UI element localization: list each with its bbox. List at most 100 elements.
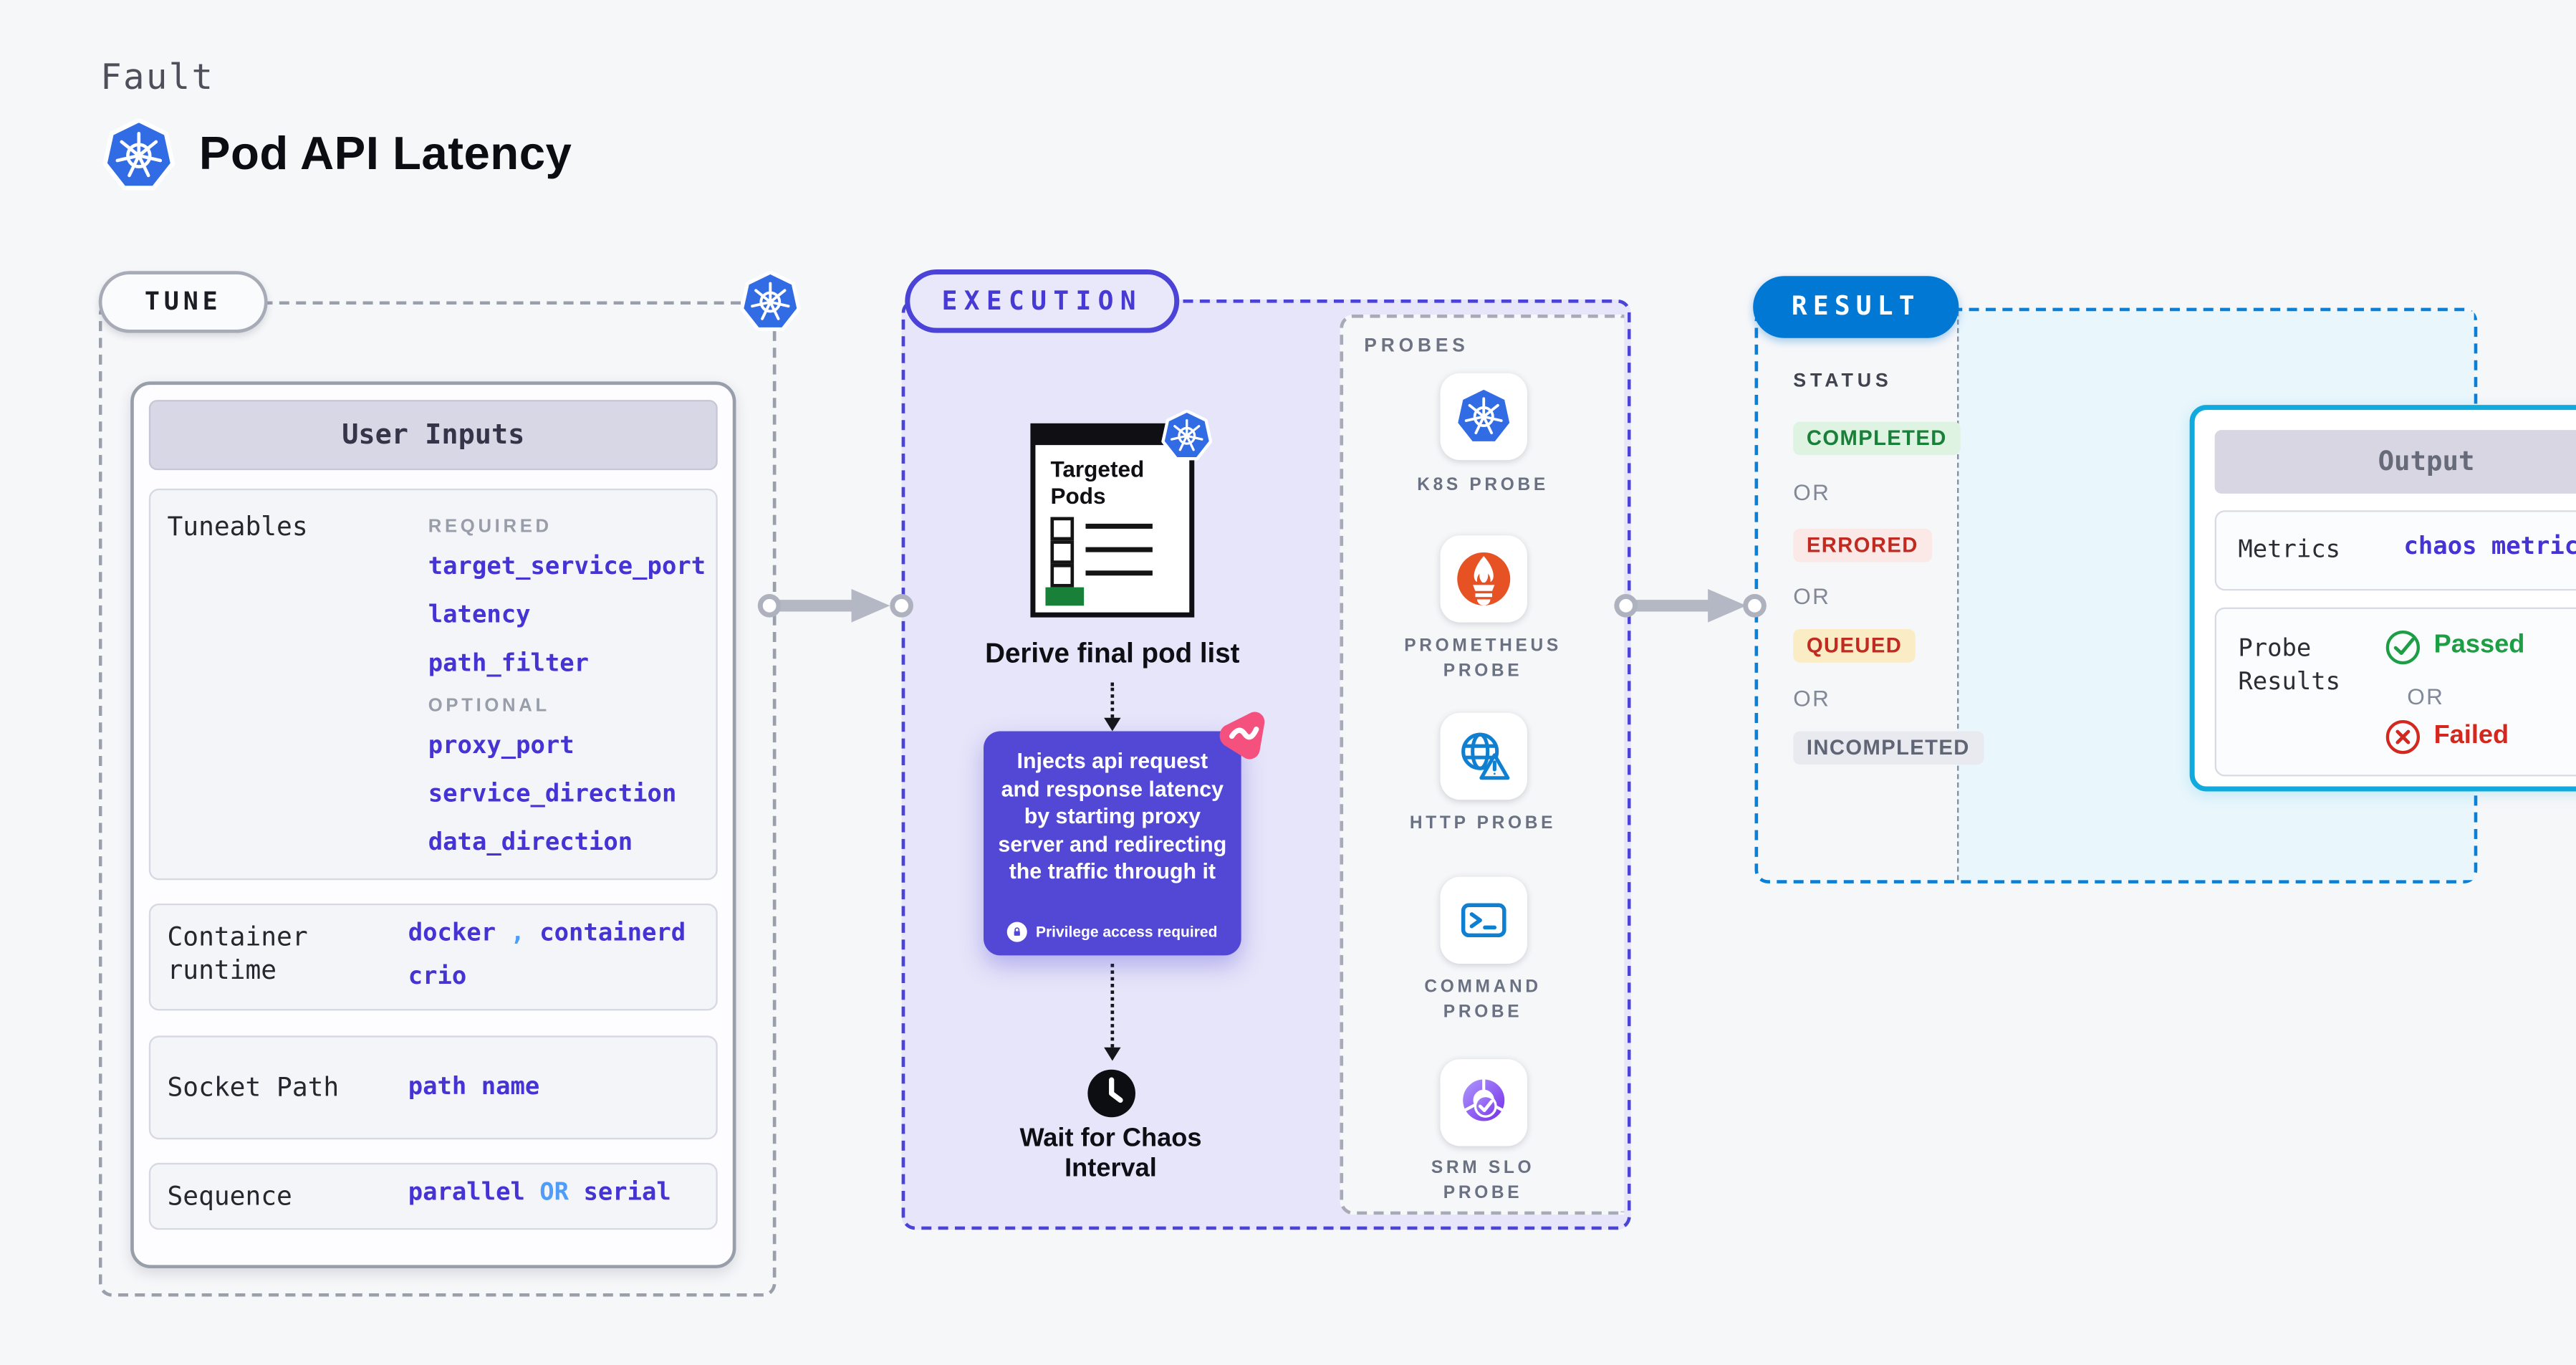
container-runtime-row: Container runtime docker , containerd cr… <box>148 903 718 1011</box>
checkbox-icon <box>1050 517 1075 541</box>
targeted-pods-title: Targeted Pods <box>1050 456 1145 509</box>
status-badge-errored: ERRORED <box>1793 528 1932 562</box>
required-label: REQUIRED <box>428 517 552 537</box>
prometheus-probe-card <box>1439 535 1527 623</box>
checkbox-icon <box>1050 563 1075 588</box>
param-link-data-direction[interactable]: data_direction <box>428 830 633 857</box>
sequence-row: Sequence parallel OR serial <box>148 1162 718 1230</box>
failed-text: Failed <box>2433 721 2509 750</box>
passed-text: Passed <box>2433 631 2525 660</box>
tuneables-row: Tuneables REQUIRED target_service_port l… <box>148 488 718 881</box>
http-probe-label: HTTP PROBE <box>1409 813 1557 833</box>
socket-path-value: path name <box>408 1074 540 1101</box>
progress-bar <box>1045 587 1085 606</box>
kubernetes-icon <box>739 271 801 332</box>
line <box>1085 523 1153 528</box>
checkbox-icon <box>1050 540 1075 564</box>
http-probe-card <box>1439 712 1527 800</box>
privilege-note-text: Privilege access required <box>1035 923 1218 941</box>
container-runtime-label: Container runtime <box>167 921 308 986</box>
runtime-docker: docker <box>408 920 496 947</box>
tune-section <box>98 301 777 1297</box>
command-probe-label: COMMAND PROBE <box>1424 977 1542 1022</box>
kubernetes-icon <box>102 119 176 193</box>
param-link-service-direction[interactable]: service_direction <box>428 781 677 808</box>
command-probe-card <box>1439 876 1527 964</box>
arrow-down-icon <box>1104 1047 1121 1061</box>
lock-icon <box>1007 921 1028 942</box>
execution-to-result-arrow <box>1614 588 1767 623</box>
sequence-value: parallel OR serial <box>408 1179 671 1206</box>
probes-panel: PROBES K8S PROBE PROMETHEUS PROBE HTTP P… <box>1339 314 1624 1215</box>
arrow-down-icon <box>1104 717 1121 732</box>
clock-icon <box>1085 1068 1137 1119</box>
page-title: Pod API Latency <box>198 127 572 179</box>
user-inputs-title: User Inputs <box>148 400 718 471</box>
status-title: STATUS <box>1793 371 1893 392</box>
probes-title: PROBES <box>1364 336 1469 357</box>
sequence-label: Sequence <box>167 1181 292 1212</box>
k8s-probe-label: K8S PROBE <box>1417 475 1549 496</box>
check-circle-icon <box>2384 628 2423 666</box>
or-text: OR <box>2407 684 2445 710</box>
runtime-crio: crio <box>408 964 467 991</box>
param-link-proxy-port[interactable]: proxy_port <box>428 732 575 760</box>
output-card: Output Metrics chaos metrics Probe Resul… <box>2189 405 2576 792</box>
derive-pod-list-label: Derive final pod list <box>985 639 1240 670</box>
k8s-icon <box>1453 386 1513 446</box>
k8s-probe-card <box>1439 373 1527 461</box>
line <box>1085 570 1153 575</box>
param-link-path-filter[interactable]: path_filter <box>428 651 590 678</box>
inject-note-box: Injects api request and response latency… <box>984 731 1241 956</box>
sequence-parallel: parallel <box>408 1179 525 1207</box>
dotted-connector <box>1110 682 1115 718</box>
probe-results-label: Probe Results <box>2238 636 2341 696</box>
tune-to-execution-arrow <box>757 588 913 623</box>
or-text: OR <box>1793 480 1831 506</box>
dotted-connector <box>1110 964 1115 1048</box>
privilege-note: Privilege access required <box>984 921 1241 942</box>
result-section: Output Metrics chaos metrics Probe Resul… <box>1754 307 2576 883</box>
prometheus-probe-label: PROMETHEUS PROBE <box>1404 636 1562 681</box>
tuneables-label: Tuneables <box>167 512 308 542</box>
srm-slo-probe-label: SRM SLO PROBE <box>1431 1157 1535 1203</box>
output-area: Output Metrics chaos metrics Probe Resul… <box>1957 311 2576 881</box>
result-pill: RESULT <box>1753 276 1959 338</box>
command-icon <box>1453 890 1513 950</box>
runtime-containerd: containerd <box>539 920 686 947</box>
optional-label: OPTIONAL <box>428 696 550 717</box>
socket-path-label: Socket Path <box>167 1072 340 1103</box>
socket-path-row: Socket Path path name <box>148 1035 718 1140</box>
status-badge-incompleted: INCOMPLETED <box>1793 731 1984 765</box>
http-icon <box>1453 726 1513 786</box>
param-link-target-service-port[interactable]: target_service_port <box>428 553 706 581</box>
execution-section: PROBES K8S PROBE PROMETHEUS PROBE HTTP P… <box>901 299 1631 1230</box>
sequence-or: OR <box>539 1179 569 1207</box>
tune-pill: TUNE <box>98 271 268 333</box>
metrics-label: Metrics <box>2238 537 2341 564</box>
container-runtime-values: docker , containerd <box>408 920 686 947</box>
chaos-icon <box>1214 709 1268 763</box>
fault-kicker: Fault <box>100 57 215 97</box>
metrics-row: Metrics chaos metrics <box>2214 510 2576 591</box>
srm-slo-probe-card <box>1439 1059 1527 1146</box>
probe-results-row: Probe Results Passed OR Failed <box>2214 607 2576 777</box>
or-text: OR <box>1793 686 1831 712</box>
sequence-serial: serial <box>583 1179 671 1207</box>
user-inputs-card: User Inputs Tuneables REQUIRED target_se… <box>130 381 736 1269</box>
execution-pill: EXECUTION <box>905 269 1180 333</box>
output-title: Output <box>2214 430 2576 494</box>
line <box>1085 547 1153 552</box>
param-link-latency[interactable]: latency <box>428 602 531 629</box>
status-badge-queued: QUEUED <box>1793 628 1916 663</box>
prometheus-icon <box>1456 552 1510 605</box>
metrics-value: chaos metrics <box>2403 533 2576 561</box>
x-circle-icon <box>2384 718 2423 757</box>
srm-slo-icon <box>1453 1073 1513 1133</box>
runtime-separator: , <box>510 920 525 947</box>
targeted-pods-icon: Targeted Pods <box>1030 423 1195 618</box>
or-text: OR <box>1793 583 1831 609</box>
kubernetes-icon <box>1161 410 1213 461</box>
inject-note-text: Injects api request and response latency… <box>998 747 1227 883</box>
